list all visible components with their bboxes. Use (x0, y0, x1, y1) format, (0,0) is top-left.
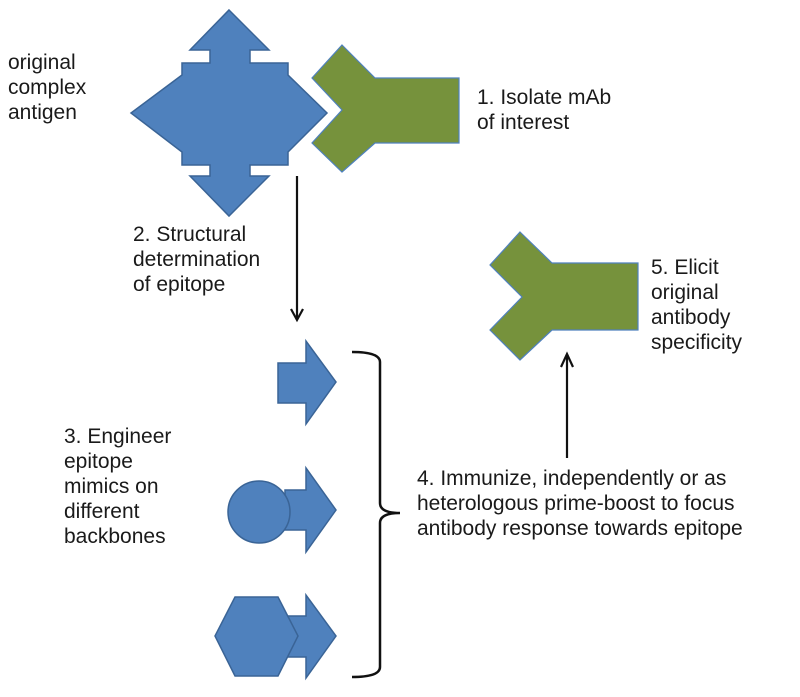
epitope-mimic-2-circle (227, 480, 291, 544)
grouping-bracket (351, 350, 401, 679)
epitope-mimic-2-arrow (284, 465, 337, 555)
epitope-mimic-3-arrow (284, 592, 337, 681)
label-step-3: 3. Engineer epitope mimics on different … (64, 425, 172, 548)
label-step-5: 5. Elicit original antibody specificity (651, 256, 743, 354)
epitope-mimic-1 (277, 338, 337, 427)
label-original-antigen: original complex antigen (8, 51, 87, 124)
label-step-2: 2. Structural determination of epitope (133, 223, 261, 296)
arrow-down-head (290, 308, 304, 323)
antibody-shape-5 (489, 231, 639, 361)
arrow-up-head (560, 351, 574, 368)
complex-antigen-shape (129, 8, 329, 218)
label-step-4: 4. Immunize, independently or as heterol… (417, 467, 743, 540)
antibody-shape-1 (311, 44, 460, 173)
epitope-mimic-3-hexagon (214, 596, 299, 677)
label-step-1: 1. Isolate mAb of interest (477, 86, 612, 134)
